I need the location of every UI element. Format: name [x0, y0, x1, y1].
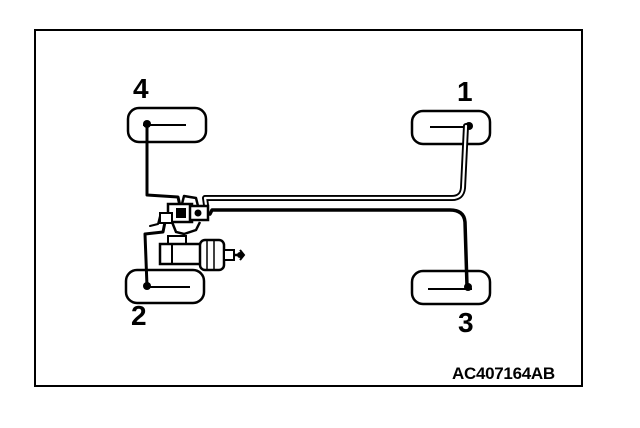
brake-lines	[143, 122, 469, 288]
wheel-label-rear-right: 3	[458, 307, 474, 338]
wheel-rear-left	[124, 268, 206, 305]
wheel-front-right	[410, 109, 492, 146]
master-cylinder-assembly	[158, 202, 246, 272]
figure-code: AC407164AB	[452, 364, 555, 383]
wheel-label-front-right: 1	[457, 76, 473, 107]
wheel-front-left	[126, 106, 208, 144]
diagram-frame	[34, 29, 583, 387]
wheel-rear-right	[410, 269, 492, 306]
wheel-label-rear-left: 2	[131, 300, 147, 331]
wheel-label-front-left: 4	[133, 73, 149, 104]
